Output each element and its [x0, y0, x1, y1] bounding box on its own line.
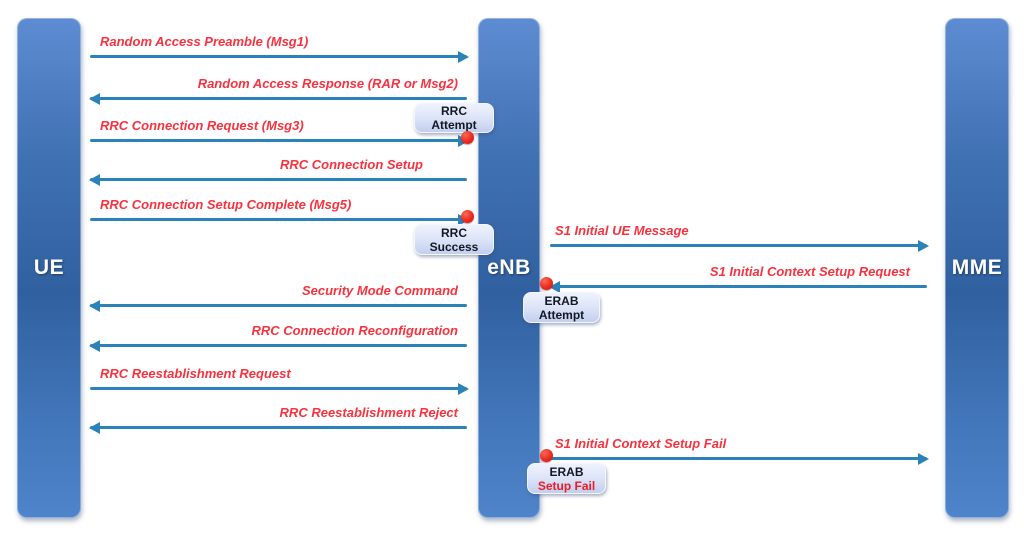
arrow-right-icon: [550, 453, 929, 465]
badge-line2: Attempt: [538, 307, 585, 322]
lifeline-mme-label: MME: [951, 256, 1003, 279]
message-label: Random Access Preamble (Msg1): [100, 34, 309, 49]
red-dot-rrc-attempt-icon: [461, 131, 474, 144]
message-label: S1 Initial UE Message: [555, 223, 689, 238]
lifeline-enb-label: eNB: [487, 256, 531, 279]
arrowhead-icon: [89, 300, 100, 312]
badge-rrc-attempt: RRC Attempt: [414, 103, 494, 133]
badge-erab-attempt: ERAB Attempt: [523, 292, 600, 323]
red-dot-rrc-success-icon: [461, 210, 474, 223]
message-security-mode-command: Security Mode Command: [89, 283, 468, 312]
badge-line1: ERAB: [544, 293, 579, 308]
message-label: RRC Connection Reconfiguration: [251, 323, 458, 338]
arrowhead-icon: [458, 383, 469, 395]
badge-rrc-success: RRC Success: [414, 224, 494, 255]
message-rrc-connection-setup-complete: RRC Connection Setup Complete (Msg5): [90, 197, 469, 226]
message-label: Security Mode Command: [301, 283, 458, 298]
arrow-shaft: [90, 387, 467, 390]
lifeline-ue: UE: [17, 18, 81, 518]
message-label: RRC Reestablishment Request: [100, 366, 291, 381]
lifeline-ue-label: UE: [33, 256, 65, 279]
message-rrc-connection-setup: RRC Connection Setup: [89, 157, 468, 186]
arrow-shaft: [90, 97, 467, 100]
arrow-right-icon: [550, 240, 929, 252]
arrow-right-icon: [90, 135, 469, 147]
arrow-shaft: [90, 304, 467, 307]
arrowhead-icon: [549, 281, 560, 293]
arrow-left-icon: [89, 300, 468, 312]
arrowhead-icon: [89, 174, 100, 186]
message-random-access-preamble: Random Access Preamble (Msg1): [90, 34, 469, 63]
arrow-right-icon: [90, 383, 469, 395]
message-random-access-response: Random Access Response (RAR or Msg2): [89, 76, 468, 105]
message-label: RRC Connection Request (Msg3): [100, 118, 304, 133]
arrow-right-icon: [90, 214, 469, 226]
red-dot-erab-setup-fail-icon: [540, 449, 553, 462]
message-label: RRC Connection Setup: [280, 157, 423, 172]
arrowhead-icon: [918, 453, 929, 465]
badge-line1: RRC: [441, 225, 467, 240]
arrow-right-icon: [90, 51, 469, 63]
badge-line2: Setup Fail: [537, 478, 596, 493]
badge-line2: Success: [429, 239, 479, 254]
lifeline-mme: MME: [945, 18, 1009, 518]
arrowhead-icon: [89, 340, 100, 352]
badge-line1: RRC: [441, 104, 467, 118]
arrowhead-icon: [89, 422, 100, 434]
message-label: S1 Initial Context Setup Fail: [555, 436, 727, 451]
message-label: Random Access Response (RAR or Msg2): [197, 76, 458, 91]
arrowhead-icon: [89, 93, 100, 105]
arrow-shaft: [90, 218, 467, 221]
red-dot-erab-attempt-icon: [540, 277, 553, 290]
message-s1-initial-context-setup-fail: S1 Initial Context Setup Fail: [550, 436, 929, 465]
arrow-left-icon: [89, 174, 468, 186]
arrow-shaft: [90, 426, 467, 429]
message-s1-initial-ue-message: S1 Initial UE Message: [550, 223, 929, 252]
message-label: S1 Initial Context Setup Request: [709, 264, 910, 279]
message-rrc-reestablishment-request: RRC Reestablishment Request: [90, 366, 469, 395]
arrowhead-icon: [918, 240, 929, 252]
message-label: RRC Reestablishment Reject: [279, 405, 458, 420]
message-label: RRC Connection Setup Complete (Msg5): [100, 197, 352, 212]
arrow-shaft: [90, 344, 467, 347]
arrow-shaft: [90, 178, 467, 181]
message-rrc-reestablishment-reject: RRC Reestablishment Reject: [89, 405, 468, 434]
badge-erab-setup-fail: ERAB Setup Fail: [527, 463, 606, 494]
arrow-shaft: [90, 139, 467, 142]
badge-line2: Attempt: [431, 118, 477, 132]
message-rrc-connection-request: RRC Connection Request (Msg3): [90, 118, 469, 147]
message-rrc-connection-reconfiguration: RRC Connection Reconfiguration: [89, 323, 468, 352]
arrow-shaft: [550, 285, 927, 288]
arrow-left-icon: [89, 340, 468, 352]
arrow-shaft: [90, 55, 467, 58]
lifeline-enb: eNB: [478, 18, 540, 518]
arrow-left-icon: [89, 93, 468, 105]
arrow-shaft: [550, 244, 927, 247]
message-s1-initial-context-setup-request: S1 Initial Context Setup Request: [549, 264, 928, 293]
badge-line1: ERAB: [549, 464, 584, 479]
arrow-left-icon: [549, 281, 928, 293]
arrow-left-icon: [89, 422, 468, 434]
arrowhead-icon: [458, 51, 469, 63]
arrow-shaft: [550, 457, 927, 460]
